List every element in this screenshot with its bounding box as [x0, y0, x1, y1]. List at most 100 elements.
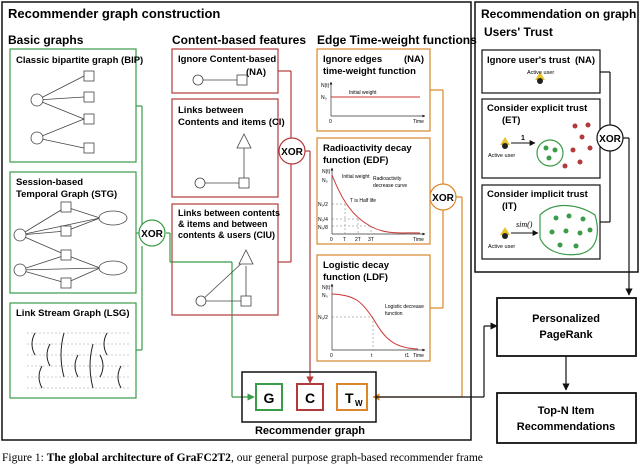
svg-text:Time: Time	[413, 353, 424, 359]
svg-text:contents & users (CIU): contents & users (CIU)	[178, 230, 275, 240]
svg-text:Top-N Item: Top-N Item	[538, 405, 595, 417]
svg-text:N₀/4: N₀/4	[318, 217, 328, 223]
caption-prefix: Figure 1:	[2, 452, 47, 464]
svg-text:& items and between: & items and between	[178, 219, 268, 229]
svg-text:Link Stream Graph (LSG): Link Stream Graph (LSG)	[16, 308, 130, 319]
content-na-panel: Ignore Content-based (NA)	[171, 48, 279, 94]
svg-text:XOR: XOR	[281, 147, 303, 158]
svg-text:T is Half life: T is Half life	[350, 198, 376, 204]
caption-bold: The global architecture of GraFC2T2	[47, 452, 231, 464]
svg-text:Contents and items (CI): Contents and items (CI)	[178, 117, 285, 128]
svg-text:Links between contents: Links between contents	[178, 208, 280, 218]
svg-text:Time: Time	[413, 237, 424, 243]
svg-text:Session-based: Session-based	[16, 177, 83, 188]
svg-text:Consider implicit trust: Consider implicit trust	[487, 189, 589, 200]
svg-text:N₀: N₀	[322, 178, 328, 184]
svg-text:Active user: Active user	[527, 70, 554, 76]
svg-text:Recommendations: Recommendations	[517, 421, 615, 433]
svg-text:t: t	[371, 353, 373, 359]
svg-text:N(t): N(t)	[322, 169, 331, 175]
svg-text:G: G	[264, 390, 275, 406]
svg-text:Consider explicit trust: Consider explicit trust	[487, 103, 588, 114]
svg-text:N₀: N₀	[322, 293, 328, 299]
svg-text:function: function	[385, 311, 403, 317]
svg-text:N(t): N(t)	[321, 83, 330, 89]
svg-text:2T: 2T	[355, 237, 361, 243]
recommendation-title: Recommendation on graph	[481, 7, 636, 21]
svg-text:Initial weight: Initial weight	[349, 90, 377, 96]
content-heading: Content-based features	[172, 33, 306, 47]
basic-xor: XOR	[136, 105, 255, 401]
svg-text:PageRank: PageRank	[539, 329, 593, 341]
svg-text:Logistic decrease: Logistic decrease	[385, 304, 424, 310]
svg-text:0: 0	[330, 353, 333, 359]
basic-graphs-heading: Basic graphs	[8, 33, 84, 47]
svg-text:3T: 3T	[368, 237, 374, 243]
trust-xor: XOR	[596, 71, 633, 296]
figure-caption: Figure 1: The global architecture of Gra…	[2, 452, 483, 464]
svg-text:(ET): (ET)	[502, 115, 520, 126]
svg-text:Ignore edges: Ignore edges	[323, 54, 382, 65]
svg-text:XOR: XOR	[432, 193, 454, 204]
svg-text:time-weight function: time-weight function	[323, 66, 416, 77]
svg-text:0: 0	[330, 237, 333, 243]
pagerank-box: Personalized PageRank	[496, 297, 637, 357]
svg-text:Radioactivity: Radioactivity	[373, 176, 402, 182]
svg-text:(IT): (IT)	[502, 201, 517, 212]
svg-text:(NA): (NA)	[246, 67, 266, 78]
svg-text:Initial weight: Initial weight	[342, 174, 370, 180]
svg-text:N₀/2: N₀/2	[318, 202, 328, 208]
svg-text:t1: t1	[405, 353, 409, 359]
lsg-panel: Link Stream Graph (LSG)	[9, 302, 137, 399]
svg-text:Ignore Content-based: Ignore Content-based	[178, 54, 276, 65]
bip-panel: Classic bipartite graph (BIP)	[9, 48, 143, 163]
construction-title: Recommender graph construction	[8, 6, 220, 21]
topn-box: Top-N Item Recommendations	[496, 392, 637, 444]
content-ciu-panel: Links between contents & items and betwe…	[171, 203, 280, 316]
svg-text:decrease curve: decrease curve	[373, 183, 407, 189]
svg-text:1: 1	[521, 135, 525, 142]
time-ldf-panel: Logistic decay function (LDF) N(t) N₀ N₀…	[316, 254, 431, 362]
trust-et-panel: Consider explicit trust (ET) 1 Active us…	[481, 98, 601, 179]
svg-text:Classic bipartite graph (BIP): Classic bipartite graph (BIP)	[16, 55, 143, 66]
svg-text:(NA): (NA)	[575, 55, 595, 66]
recommender-graph: G C T W Recommender graph	[241, 371, 377, 437]
recommendation-frame	[474, 1, 639, 273]
svg-text:XOR: XOR	[141, 229, 163, 240]
svg-text:function (LDF): function (LDF)	[323, 272, 388, 283]
trust-na-panel: Ignore user's trust (NA) Active user	[481, 49, 601, 94]
svg-text:Ignore user's trust: Ignore user's trust	[487, 55, 571, 66]
trust-it-panel: Consider implicit trust (IT) sim() Activ…	[481, 184, 601, 260]
trust-heading: Users' Trust	[484, 25, 553, 39]
svg-text:Time: Time	[413, 119, 424, 125]
svg-text:N₀: N₀	[321, 95, 327, 101]
content-ci-panel: Links between Contents and items (CI)	[171, 98, 285, 198]
svg-text:N₀/8: N₀/8	[318, 225, 328, 231]
time-xor: XOR	[372, 89, 463, 401]
svg-text:W: W	[355, 399, 363, 408]
svg-text:Radioactivity decay: Radioactivity decay	[323, 143, 412, 154]
svg-text:T: T	[345, 390, 354, 406]
svg-text:C: C	[305, 390, 315, 406]
svg-text:Active user: Active user	[488, 244, 515, 250]
svg-text:Links between: Links between	[178, 105, 244, 116]
svg-text:function (EDF): function (EDF)	[323, 155, 388, 166]
svg-text:(NA): (NA)	[404, 54, 424, 65]
svg-text:T: T	[343, 237, 346, 243]
svg-text:sim(): sim()	[516, 220, 533, 229]
svg-text:0: 0	[329, 119, 332, 125]
content-xor: XOR	[278, 70, 314, 384]
svg-text:Logistic decay: Logistic decay	[323, 260, 390, 271]
svg-text:N(t): N(t)	[322, 285, 331, 291]
caption-rest: , our general purpose graph-based recomm…	[231, 452, 483, 464]
svg-text:Recommender graph: Recommender graph	[255, 425, 365, 437]
stg-panel: Session-based Temporal Graph (STG)	[9, 171, 137, 294]
construction-frame	[1, 1, 472, 441]
svg-text:Temporal Graph (STG): Temporal Graph (STG)	[16, 189, 117, 200]
svg-text:Personalized: Personalized	[532, 313, 600, 325]
time-na-panel: Ignore edges time-weight function (NA) N…	[316, 48, 431, 132]
svg-text:N₀/2: N₀/2	[318, 315, 328, 321]
svg-text:XOR: XOR	[599, 134, 621, 145]
svg-text:Active user: Active user	[488, 153, 515, 159]
time-edf-panel: Radioactivity decay function (EDF) N(t) …	[316, 137, 431, 245]
